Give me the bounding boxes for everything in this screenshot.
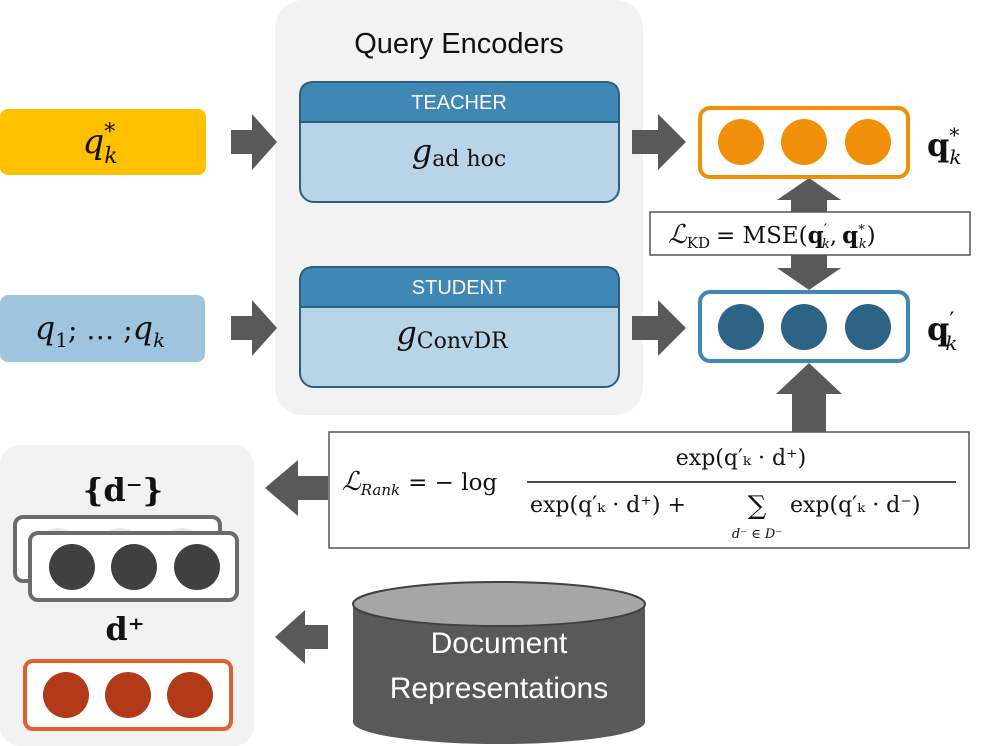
q-prime-out-sub: k bbox=[945, 331, 957, 355]
neg-doc-dot bbox=[174, 544, 220, 590]
svg-text:q*k: q*k bbox=[82, 120, 117, 169]
q-star-input-sup: * bbox=[104, 120, 115, 145]
svg-text:ℒRank= − log: ℒRank = − log bbox=[342, 467, 497, 499]
arrow-kd-down bbox=[777, 255, 841, 290]
svg-text:gConvDR: gConvDR bbox=[396, 314, 509, 354]
q-star-out-sub: k bbox=[949, 145, 961, 169]
kd-q2-sub: k bbox=[859, 237, 867, 252]
neg-doc-dot bbox=[111, 544, 157, 590]
neg-docs-label: {d⁻} bbox=[83, 471, 163, 509]
rank-sum: ∑ bbox=[748, 491, 767, 521]
rank-numerator: exp(q′ₖ · d⁺) bbox=[676, 446, 806, 471]
document-database: Document Representations bbox=[352, 581, 646, 744]
q-prime-dot bbox=[845, 304, 891, 350]
pos-doc-dot bbox=[105, 672, 151, 718]
q-star-input-sub: k bbox=[104, 144, 117, 169]
arrow-student-to-qprime bbox=[632, 300, 686, 356]
rank-L-sub: Rank bbox=[360, 481, 400, 499]
q-prime-dot bbox=[718, 304, 764, 350]
student-fn-sub: ConvDR bbox=[417, 329, 509, 354]
arrow-rank-up bbox=[776, 363, 842, 432]
q-star-out-sup: * bbox=[949, 123, 959, 147]
pos-doc-dot bbox=[43, 672, 89, 718]
kd-q1-sup: ′ bbox=[824, 222, 827, 238]
teacher-fn: g bbox=[412, 132, 432, 170]
kd-q1-sub: k bbox=[822, 237, 830, 252]
teacher-fn-sub: ad hoc bbox=[432, 147, 506, 172]
neg-doc-dot bbox=[49, 544, 95, 590]
arrow-rank-to-docs bbox=[265, 460, 328, 516]
kd-q1: q bbox=[808, 222, 824, 249]
db-label-line1: Document bbox=[431, 627, 568, 660]
kd-loss-box bbox=[649, 211, 971, 256]
kd-q2: q bbox=[842, 222, 858, 249]
qk-sub: k bbox=[153, 328, 165, 352]
arrow-kd-up bbox=[777, 178, 841, 212]
kd-q2-sup: * bbox=[858, 223, 865, 238]
svg-text:ℒKD= MSE(q′k,q*k): ℒKD= MSE(q′k,q*k) bbox=[668, 220, 876, 252]
qk-base: q bbox=[133, 309, 153, 347]
kd-comma: , bbox=[830, 223, 837, 249]
kd-L: ℒ bbox=[668, 220, 688, 250]
q-seq-separator: ; … ; bbox=[68, 313, 133, 346]
q-star-dot bbox=[845, 119, 891, 165]
kd-close: ) bbox=[867, 223, 876, 249]
teacher-encoder-box: TEACHER gad hoc bbox=[299, 81, 620, 203]
arrow-db-to-docs bbox=[275, 610, 328, 664]
arrow-qstar-to-teacher bbox=[231, 114, 277, 170]
q-sequence-input-box bbox=[0, 295, 205, 362]
q-star-dot bbox=[718, 119, 764, 165]
q-prime-out-base: q bbox=[927, 310, 949, 348]
pos-doc-label: d⁺ bbox=[105, 610, 144, 648]
q-prime-dot bbox=[781, 304, 827, 350]
student-header: STUDENT bbox=[412, 277, 506, 299]
rank-lhs-rest: = − log bbox=[408, 470, 497, 496]
rank-denominator-2: exp(q′ₖ · d⁻) bbox=[790, 493, 920, 518]
rank-denominator-1: exp(q′ₖ · d⁺) + bbox=[530, 493, 686, 518]
svg-text:q′k: q′k bbox=[927, 309, 958, 355]
rank-loss-box bbox=[328, 431, 970, 549]
q-star-dot bbox=[781, 119, 827, 165]
q-star-input-base: q bbox=[82, 122, 104, 162]
rank-L: ℒ bbox=[342, 467, 362, 497]
q-star-out-base: q bbox=[927, 126, 949, 164]
arrow-teacher-to-qstar bbox=[632, 114, 686, 170]
q-star-input-box bbox=[0, 109, 206, 175]
arrow-qseq-to-student bbox=[231, 300, 277, 356]
svg-text:gad hoc: gad hoc bbox=[412, 132, 506, 172]
teacher-header: TEACHER bbox=[411, 92, 507, 114]
q1-base: q bbox=[35, 309, 55, 347]
kd-L-sub: KD bbox=[687, 234, 710, 252]
student-fn: g bbox=[396, 314, 416, 352]
q-prime-out-sup: ′ bbox=[949, 309, 954, 334]
panel-title: Query Encoders bbox=[354, 28, 564, 60]
rank-sum-sub: d⁻ ∈ D⁻ bbox=[732, 527, 782, 542]
kd-eq: = MSE( bbox=[716, 223, 808, 249]
db-label-line2: Representations bbox=[390, 672, 608, 705]
student-encoder-box: STUDENT gConvDR bbox=[299, 266, 620, 388]
pos-doc-dot bbox=[167, 672, 213, 718]
svg-text:q1; … ;qk: q1; … ;qk bbox=[35, 309, 166, 352]
arrows bbox=[231, 114, 842, 664]
svg-text:q*k: q*k bbox=[927, 123, 962, 169]
q1-sub: 1 bbox=[55, 328, 68, 352]
